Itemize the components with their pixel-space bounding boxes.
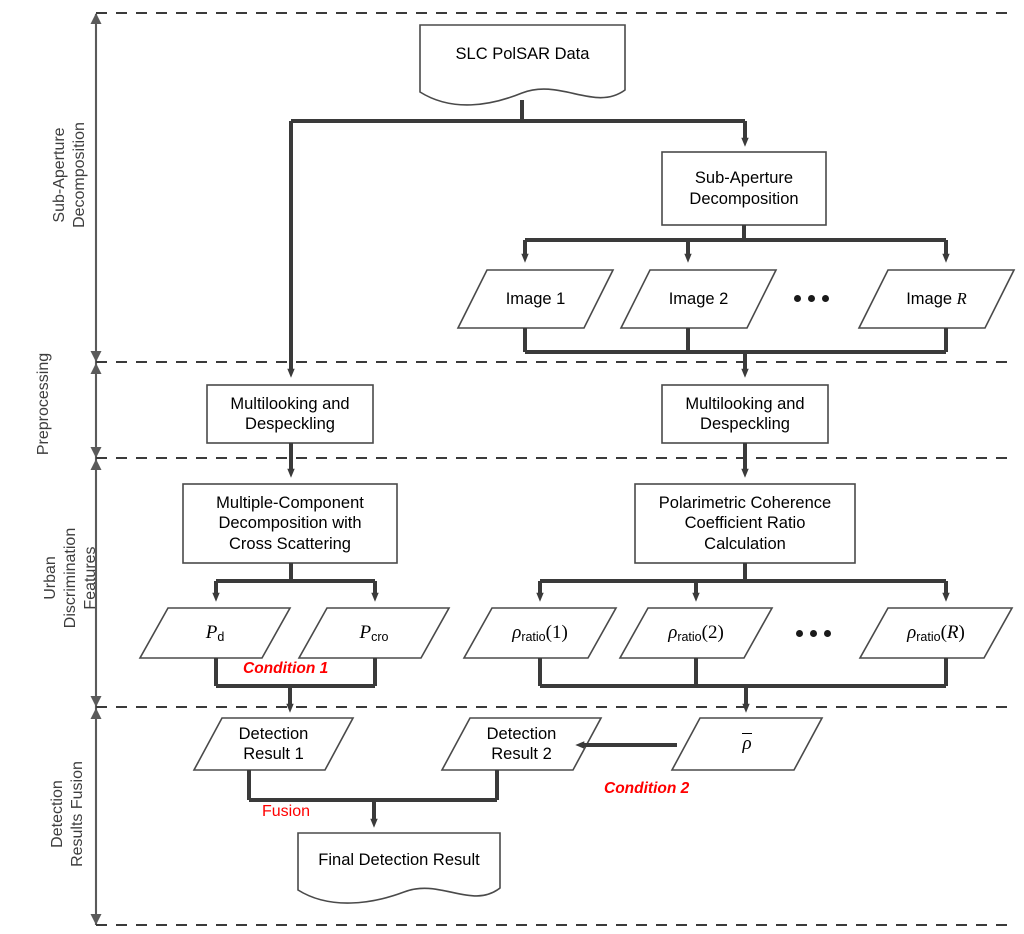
node-multiple-component-decomposition-shape (182, 483, 398, 564)
images-ellipsis-icon (794, 295, 829, 302)
node-detection-result-2-shape (440, 717, 603, 771)
node-image-2-shape (619, 269, 778, 329)
node-sub-aperture-decomposition-shape (661, 151, 827, 226)
edges (212, 100, 950, 828)
node-multilooking-left-shape (206, 384, 374, 444)
stage-label-fusion: Detection Results Fusion (49, 761, 86, 867)
annotation-condition-1: Condition 1 (243, 660, 329, 677)
node-p-cro-shape (297, 607, 451, 659)
annotation-fusion: Fusion (262, 803, 311, 820)
node-rho-ratio-r-shape (858, 607, 1014, 659)
stage-divider-lines (96, 12, 1014, 926)
node-multilooking-right-shape (661, 384, 829, 444)
rho-ratio-ellipsis-icon (796, 630, 831, 637)
node-slc-polsar-data-shape (419, 24, 626, 106)
node-image-1-shape (456, 269, 615, 329)
node-rho-ratio-2-shape (618, 607, 774, 659)
stage-label-preprocessing: Preprocessing (35, 352, 53, 456)
stage-label-urban-features: Urban Discrimination Features (42, 527, 99, 629)
stage-label-sub-aperture: Sub-Aperture Decomposition (51, 122, 88, 228)
node-polarimetric-coherence-shape (634, 483, 856, 564)
node-rho-bar-shape (670, 717, 824, 771)
stage-axis (90, 13, 102, 925)
node-p-d-shape (138, 607, 292, 659)
annotation-condition-2: Condition 2 (604, 780, 690, 797)
node-detection-result-1-shape (192, 717, 355, 771)
node-final-detection-result-shape (297, 832, 501, 904)
node-image-r-shape (857, 269, 1016, 329)
node-rho-ratio-1-shape (462, 607, 618, 659)
